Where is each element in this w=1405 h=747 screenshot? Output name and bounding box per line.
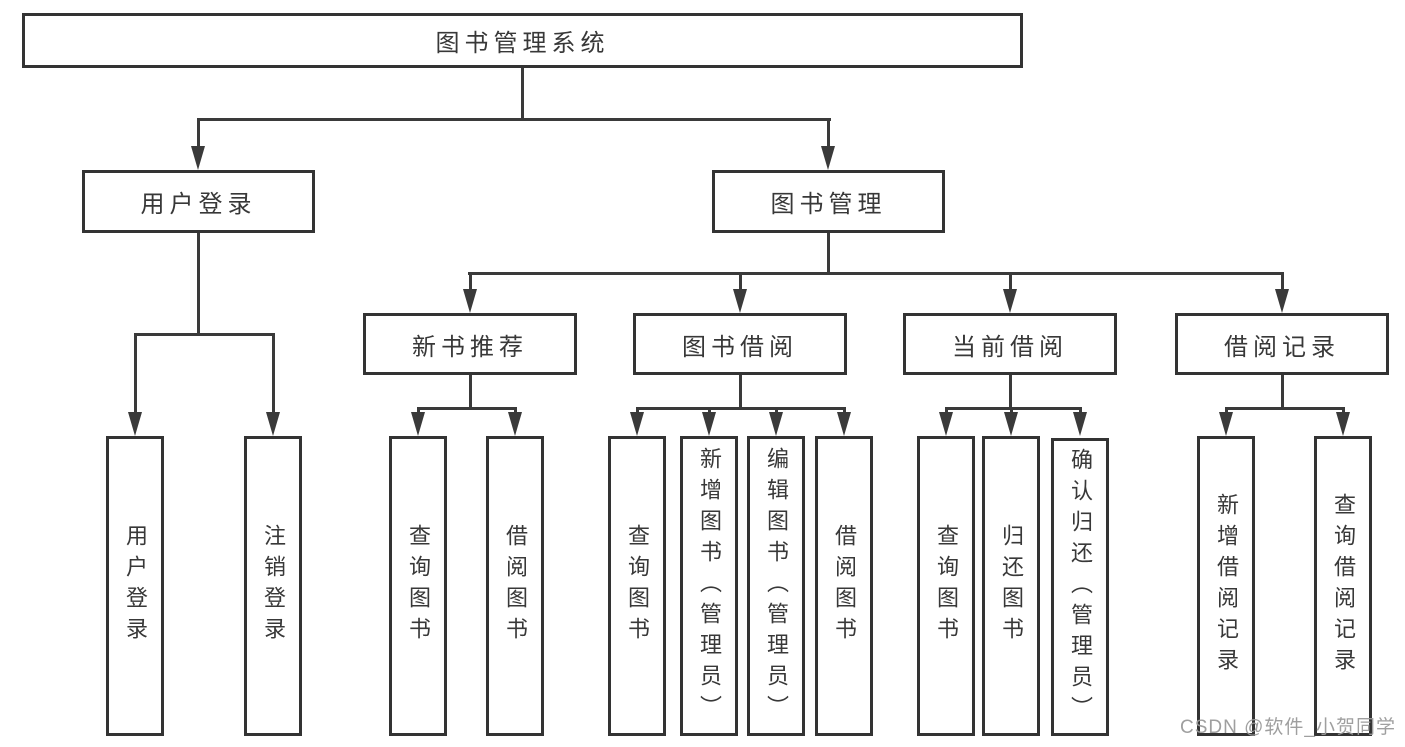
node-label: 当前借阅 bbox=[952, 333, 1068, 361]
connector-line bbox=[1009, 272, 1012, 292]
connector-line bbox=[1281, 375, 1284, 409]
connector-line bbox=[1342, 407, 1345, 415]
arrowhead-icon bbox=[939, 412, 953, 436]
node-current-borrowing: 当前借阅 bbox=[903, 313, 1117, 375]
connector-line bbox=[945, 407, 948, 415]
connector-line bbox=[827, 233, 830, 274]
arrowhead-icon bbox=[411, 412, 425, 436]
connector-line bbox=[469, 375, 472, 409]
connector-line bbox=[272, 333, 275, 414]
leaf-label: 查询图书 bbox=[406, 524, 431, 648]
leaf-label: 新增借阅记录 bbox=[1214, 493, 1239, 679]
node-label: 用户登录 bbox=[140, 191, 257, 218]
connector-line bbox=[739, 272, 742, 292]
connector-line bbox=[417, 407, 517, 410]
arrowhead-icon bbox=[1073, 412, 1087, 436]
connector-line bbox=[521, 68, 524, 120]
leaf-label: 注销登录 bbox=[261, 524, 286, 648]
connector-line bbox=[1281, 272, 1284, 292]
arrowhead-icon bbox=[733, 289, 747, 313]
node-label: 借阅记录 bbox=[1224, 333, 1340, 361]
node-book-borrowing: 图书借阅 bbox=[633, 313, 847, 375]
arrowhead-icon bbox=[837, 412, 851, 436]
leaf-query-borrow-record: 查询借阅记录 bbox=[1314, 436, 1372, 736]
leaf-add-book-admin: 新增图书（管理员） bbox=[680, 436, 738, 736]
arrowhead-icon bbox=[508, 412, 522, 436]
arrowhead-icon bbox=[128, 412, 142, 436]
arrowhead-icon bbox=[1003, 289, 1017, 313]
connector-line bbox=[1079, 407, 1082, 415]
node-library-management-system: 图书管理系统 bbox=[22, 13, 1023, 68]
leaf-label: 确认归还（管理员） bbox=[1068, 447, 1093, 727]
csdn-watermark: CSDN @软件_小贺同学 bbox=[1180, 717, 1396, 738]
connector-line bbox=[197, 233, 200, 335]
leaf-borrow-books-borrowing: 借阅图书 bbox=[815, 436, 873, 736]
leaf-label: 查询图书 bbox=[625, 524, 650, 648]
leaf-label: 查询图书 bbox=[934, 524, 959, 648]
node-label: 图书管理系统 bbox=[435, 30, 610, 57]
connector-line bbox=[843, 407, 846, 415]
leaf-return-book: 归还图书 bbox=[982, 436, 1040, 736]
connector-line bbox=[636, 407, 846, 410]
arrowhead-icon bbox=[266, 412, 280, 436]
leaf-label: 用户登录 bbox=[123, 524, 148, 648]
node-label: 新书推荐 bbox=[412, 333, 528, 361]
arrowhead-icon bbox=[702, 412, 716, 436]
arrowhead-icon bbox=[1275, 289, 1289, 313]
connector-line bbox=[636, 407, 639, 415]
leaf-label: 查询借阅记录 bbox=[1331, 493, 1356, 679]
node-user-login: 用户登录 bbox=[82, 170, 315, 233]
connector-line bbox=[417, 407, 420, 415]
leaf-label: 新增图书（管理员） bbox=[697, 446, 722, 726]
arrowhead-icon bbox=[769, 412, 783, 436]
connector-line bbox=[514, 407, 517, 415]
connector-line bbox=[1009, 375, 1012, 409]
leaf-confirm-return-admin: 确认归还（管理员） bbox=[1051, 438, 1109, 736]
leaf-label: 借阅图书 bbox=[832, 524, 857, 648]
connector-line bbox=[945, 407, 1082, 410]
node-label: 图书借阅 bbox=[682, 333, 798, 361]
leaf-logout: 注销登录 bbox=[244, 436, 302, 736]
arrowhead-icon bbox=[191, 146, 205, 170]
leaf-query-books-current: 查询图书 bbox=[917, 436, 975, 736]
node-new-book-recommendation: 新书推荐 bbox=[363, 313, 577, 375]
arrowhead-icon bbox=[821, 146, 835, 170]
connector-line bbox=[775, 407, 778, 415]
leaf-add-borrow-record: 新增借阅记录 bbox=[1197, 436, 1255, 736]
arrowhead-icon bbox=[1004, 412, 1018, 436]
arrowhead-icon bbox=[463, 289, 477, 313]
node-label: 图书管理 bbox=[770, 191, 887, 218]
connector-line bbox=[197, 118, 831, 121]
leaf-query-books-borrowing: 查询图书 bbox=[608, 436, 666, 736]
connector-line bbox=[1010, 407, 1013, 415]
connector-line bbox=[134, 333, 137, 414]
connector-line bbox=[468, 272, 1282, 275]
connector-line bbox=[469, 272, 472, 292]
leaf-label: 借阅图书 bbox=[503, 524, 528, 648]
connector-line bbox=[739, 375, 742, 409]
node-book-management: 图书管理 bbox=[712, 170, 945, 233]
leaf-label: 编辑图书（管理员） bbox=[764, 446, 789, 726]
connector-line bbox=[1225, 407, 1344, 410]
arrowhead-icon bbox=[1336, 412, 1350, 436]
leaf-borrow-books-recommend: 借阅图书 bbox=[486, 436, 544, 736]
leaf-query-books-recommend: 查询图书 bbox=[389, 436, 447, 736]
connector-line bbox=[1225, 407, 1228, 415]
leaf-label: 归还图书 bbox=[999, 524, 1024, 648]
leaf-user-login: 用户登录 bbox=[106, 436, 164, 736]
connector-line bbox=[134, 333, 275, 336]
connector-line bbox=[197, 118, 200, 150]
arrowhead-icon bbox=[1219, 412, 1233, 436]
arrowhead-icon bbox=[630, 412, 644, 436]
connector-line bbox=[827, 118, 830, 150]
connector-line bbox=[708, 407, 711, 415]
leaf-edit-book-admin: 编辑图书（管理员） bbox=[747, 436, 805, 736]
node-borrowing-records: 借阅记录 bbox=[1175, 313, 1389, 375]
